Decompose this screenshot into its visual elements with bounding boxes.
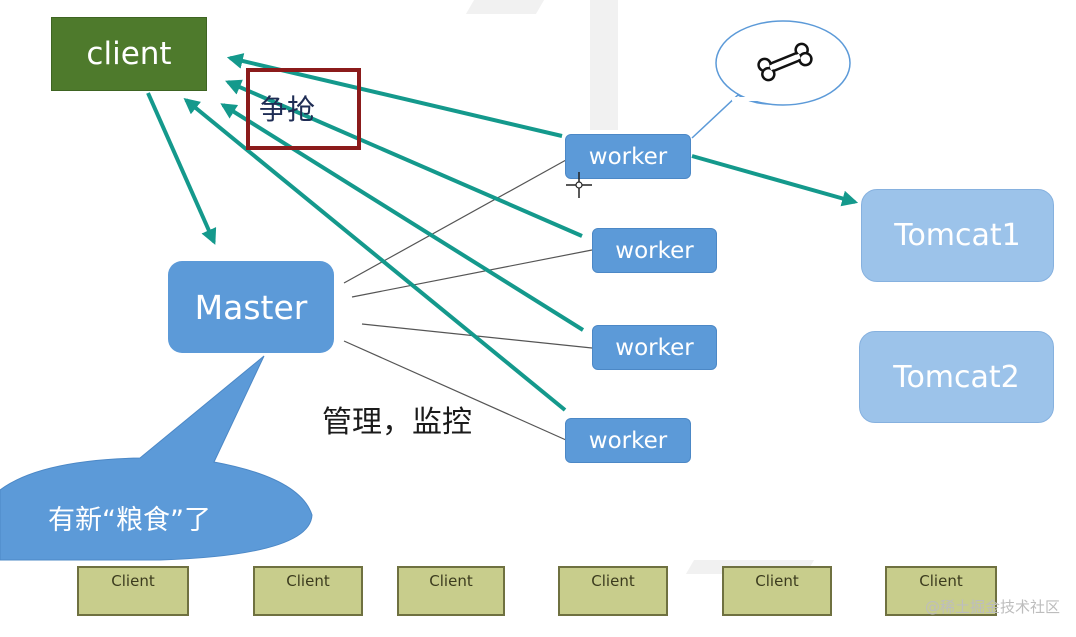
worker4-to-client-arrow <box>183 97 567 412</box>
site-watermark: @稀土掘金技术社区 <box>924 598 1060 616</box>
bottom-client-2: Client <box>253 566 363 616</box>
food-speech-bubble <box>0 355 313 561</box>
master-to-worker2-line <box>351 249 593 298</box>
worker3-to-client-arrow <box>220 103 585 332</box>
master-node: Master <box>168 261 334 353</box>
crosshair-cursor-icon <box>566 172 592 198</box>
compete-highlight-box <box>246 68 361 150</box>
manage-monitor-label: 管理，监控 <box>322 405 472 440</box>
worker-node-3: worker <box>592 325 717 370</box>
background-watermark <box>590 0 618 130</box>
bottom-client-3: Client <box>397 566 505 616</box>
bottom-client-5: Client <box>722 566 832 616</box>
worker-node-4: worker <box>565 418 691 463</box>
master-to-worker1-line <box>343 159 567 284</box>
client-to-master-arrow <box>146 92 217 245</box>
bone-icon <box>757 42 813 82</box>
client-node: client <box>51 17 207 91</box>
worker-node-2: worker <box>592 228 717 273</box>
bottom-client-6: Client <box>885 566 997 616</box>
food-label: 有新“粮食”了 <box>48 505 211 536</box>
tomcat1-node: Tomcat1 <box>861 189 1054 282</box>
worker1-to-tomcat1-arrow <box>691 154 859 207</box>
worker2-to-client-arrow <box>225 79 583 238</box>
worker-node-1: worker <box>565 134 691 179</box>
master-to-worker4-line <box>343 340 567 441</box>
tomcat2-node: Tomcat2 <box>859 331 1054 423</box>
compete-label: 争抢 <box>259 93 316 126</box>
bottom-client-1: Client <box>77 566 189 616</box>
bottom-client-4: Client <box>558 566 668 616</box>
